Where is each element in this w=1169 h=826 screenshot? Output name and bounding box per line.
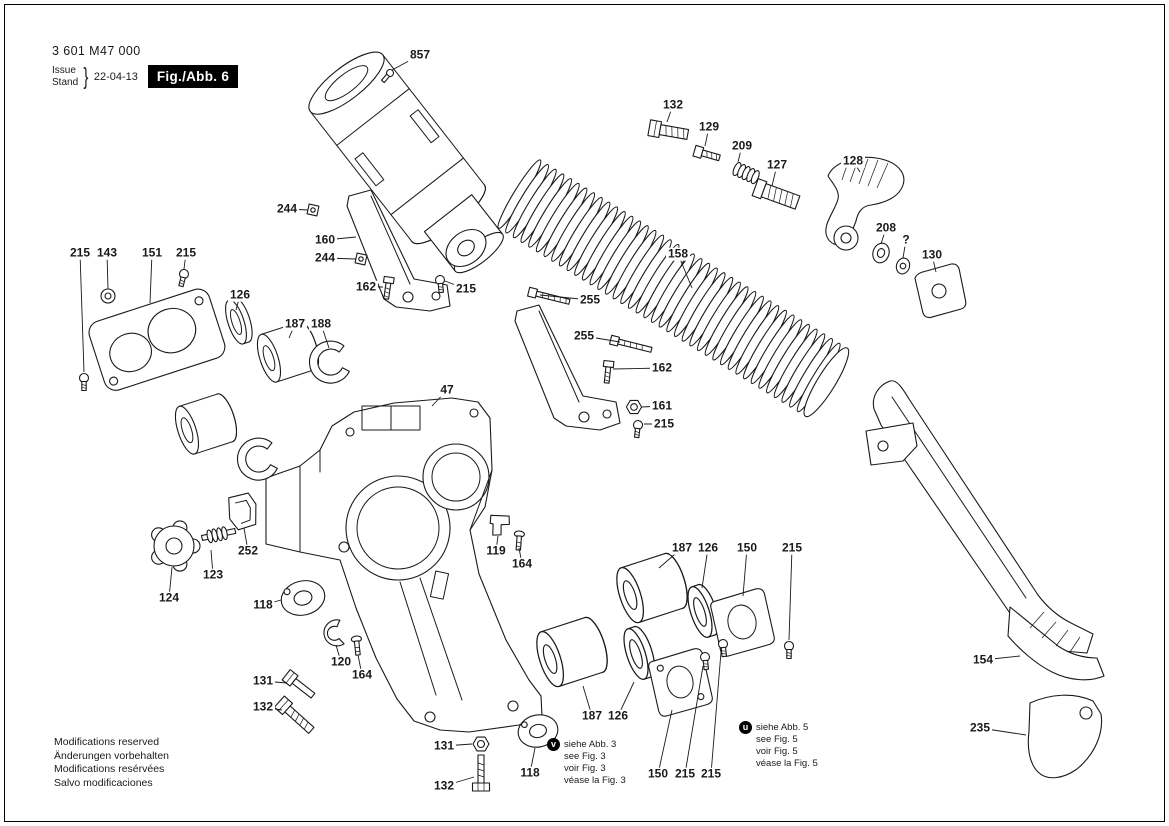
part-screw-123 xyxy=(200,526,237,544)
part-knob-124 xyxy=(151,520,201,572)
notice-line-en: Modifications reserved xyxy=(54,736,160,748)
notice-line-es: Salvo modificaciones xyxy=(54,776,153,789)
part-screw-255a xyxy=(527,286,571,305)
part-cover-235 xyxy=(1027,694,1103,779)
part-shoe xyxy=(1007,606,1105,681)
part-pad-130 xyxy=(914,263,967,319)
title-block: 3 601 M47 000 Issue Stand } 22-04-13 Fig… xyxy=(52,44,239,90)
part-spring-158 xyxy=(497,159,850,418)
part-washer-208 xyxy=(872,242,890,264)
figure-number-badge: Fig./Abb. 6 xyxy=(147,65,239,88)
part-clip-120 xyxy=(323,619,345,647)
stand-label: Stand xyxy=(52,76,79,88)
part-bracket-160 xyxy=(346,189,451,312)
part-arm-154 xyxy=(865,380,1094,654)
issue-label: Issue xyxy=(52,65,76,76)
part-clamp-252 xyxy=(228,492,257,531)
part-sleeve-143 xyxy=(100,288,116,304)
issue-stand-labels: Issue Stand xyxy=(52,65,78,88)
part-bracket-161 xyxy=(514,304,621,431)
part-bolt-132b xyxy=(471,754,491,792)
brace-glyph: } xyxy=(83,63,89,89)
part-screw-857 xyxy=(381,68,395,84)
part-washer-unknown xyxy=(895,257,911,275)
part-bearing-flange xyxy=(445,228,487,268)
part-spring-209 xyxy=(732,161,760,185)
notice-line-fr: Modifications resérvées xyxy=(54,763,165,776)
modifications-notice: Modifications reserved Änderungen vorbeh… xyxy=(54,736,169,791)
part-housing-47 xyxy=(265,397,543,733)
part-bolt-127 xyxy=(751,178,801,210)
part-screw-129 xyxy=(692,144,721,162)
part-number: 3 601 M47 000 xyxy=(52,44,141,58)
issue-date: 22-04-13 xyxy=(93,70,138,83)
part-bolt-132t xyxy=(647,119,690,140)
notice-line-de: Änderungen vorbehalten xyxy=(54,749,170,762)
part-plate-150l xyxy=(648,648,713,717)
part-clip-119 xyxy=(489,514,510,536)
part-washer-118a xyxy=(280,580,326,616)
part-handle-128 xyxy=(825,156,905,251)
part-gasket-151 xyxy=(88,288,226,391)
